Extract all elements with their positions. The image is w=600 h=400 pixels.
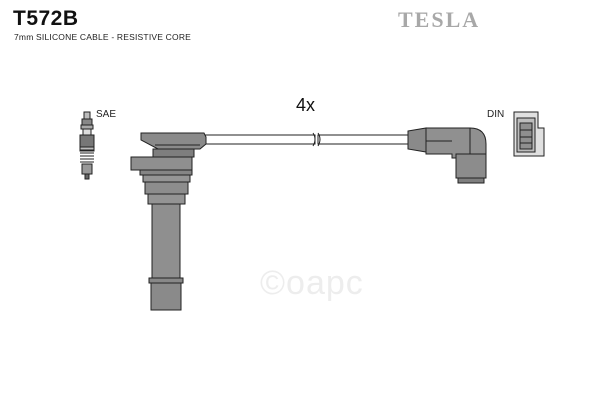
- watermark: ©oapc: [260, 264, 364, 302]
- straight-plug-boot: [130, 132, 207, 311]
- part-number-title: T572B: [13, 7, 79, 30]
- brand-logo: TESLA: [398, 7, 481, 32]
- din-terminal-icon: [513, 111, 545, 157]
- spark-plug-icon: [79, 111, 95, 180]
- angled-plug-boot: [407, 127, 487, 184]
- sae-label: SAE: [96, 109, 117, 120]
- quantity-label: 4x: [296, 95, 316, 115]
- cable: [199, 132, 411, 147]
- cable-spec-text: 7mm SILICONE CABLE - RESISTIVE CORE: [14, 32, 192, 42]
- din-label: DIN: [487, 109, 505, 120]
